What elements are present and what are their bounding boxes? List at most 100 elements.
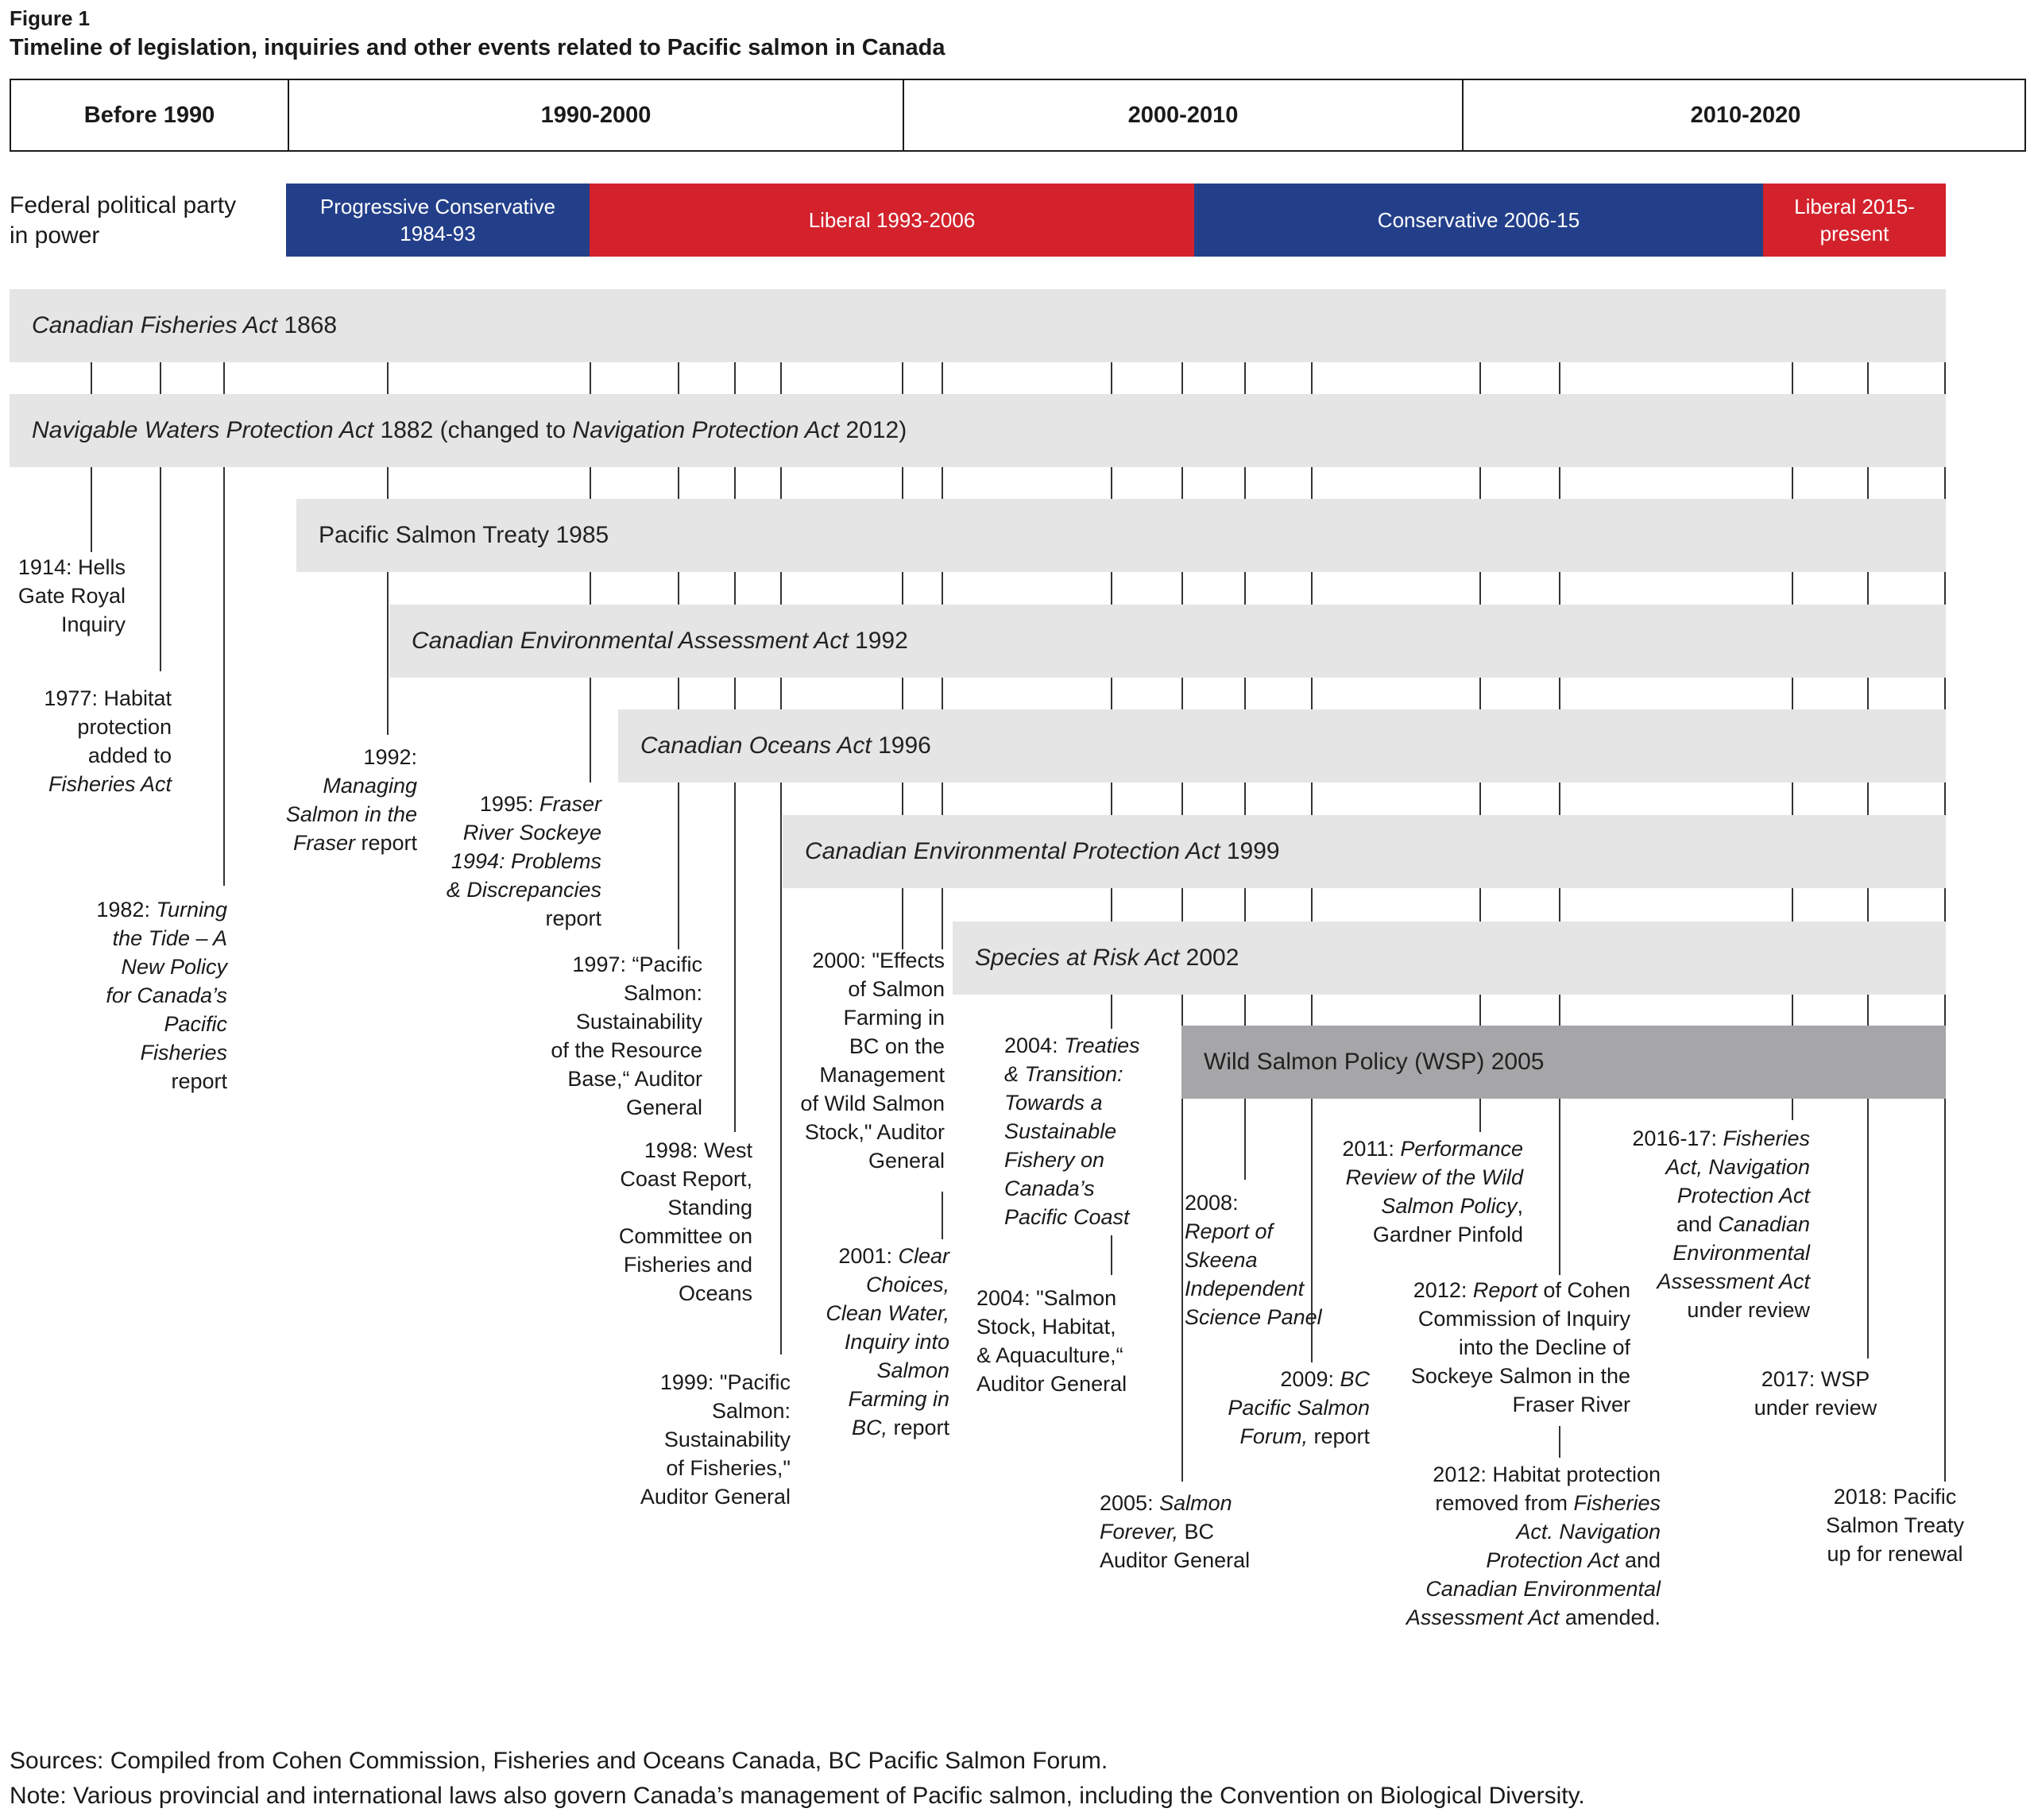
event-title: & Discrepancies bbox=[446, 878, 601, 902]
event-title: Act. Navigation bbox=[1516, 1520, 1661, 1544]
event-title: Forever, bbox=[1100, 1520, 1179, 1544]
event-title: Independent bbox=[1185, 1277, 1305, 1300]
event-title: Fisheries bbox=[1723, 1126, 1810, 1150]
line-1999 bbox=[780, 361, 782, 1354]
event-line: Salmon Treaty bbox=[1825, 1513, 1965, 1537]
line-2004a bbox=[1111, 361, 1112, 1029]
event-line: Gardner Pinfold bbox=[1372, 1223, 1523, 1246]
event-1977: 1977: Habitat protection added to Fisher… bbox=[44, 684, 172, 798]
event-title: BC, bbox=[851, 1416, 887, 1439]
event-line: 2012: Habitat protection bbox=[1433, 1463, 1661, 1486]
line-1977 bbox=[160, 361, 161, 671]
event-2004-salmon-stock: 2004: "Salmon Stock, Habitat, & Aquacult… bbox=[976, 1284, 1127, 1398]
event-line: 2004: "Salmon bbox=[976, 1286, 1117, 1310]
event-title: Salmon Policy bbox=[1381, 1194, 1518, 1218]
event-line: into the Decline of bbox=[1458, 1335, 1630, 1359]
event-line: Management bbox=[819, 1063, 945, 1087]
event-year: 1982: bbox=[96, 898, 157, 922]
bar-fisheries-act: Canadian Fisheries Act 1868 bbox=[10, 289, 1946, 362]
note-line: Note: Various provincial and internation… bbox=[10, 1783, 1585, 1809]
event-title: Canada’s bbox=[1004, 1177, 1095, 1200]
event-2012-habitat: 2012: Habitat protection removed from Fi… bbox=[1406, 1460, 1661, 1632]
party-conservative-2006: Conservative 2006-15 bbox=[1194, 184, 1763, 257]
event-title: Skeena bbox=[1185, 1248, 1258, 1272]
decade-2000-2010: 2000-2010 bbox=[904, 80, 1464, 150]
event-line: Committee on bbox=[618, 1224, 752, 1248]
act-name: Navigable Waters Protection Act bbox=[32, 417, 374, 443]
event-title: Fisheries bbox=[1573, 1491, 1661, 1515]
event-line: Fisheries Act bbox=[48, 772, 172, 796]
event-line: of Cohen bbox=[1537, 1278, 1630, 1302]
event-1982: 1982: Turning the Tide – A New Policy fo… bbox=[96, 895, 227, 1095]
event-title: Inquiry into bbox=[844, 1330, 949, 1354]
party-label-line1: Federal political party bbox=[10, 192, 237, 218]
event-line: Coast Report, bbox=[620, 1167, 752, 1191]
event-1995: 1995: Fraser River Sockeye 1994: Problem… bbox=[447, 790, 601, 933]
act-year: 1999 bbox=[1220, 838, 1280, 864]
event-title: Pacific Salmon bbox=[1228, 1396, 1370, 1420]
act-text: 2012) bbox=[839, 417, 907, 443]
event-line: under review bbox=[1754, 1396, 1877, 1420]
event-year: 2008: bbox=[1185, 1191, 1239, 1215]
event-title: Performance bbox=[1400, 1137, 1523, 1161]
act-year: 1996 bbox=[871, 732, 931, 759]
event-title: Canadian bbox=[1718, 1212, 1810, 1236]
event-line: 1999: "Pacific bbox=[659, 1370, 791, 1394]
line-2001 bbox=[942, 1192, 943, 1239]
event-line: , bbox=[1517, 1194, 1523, 1218]
event-line: Inquiry bbox=[60, 612, 126, 636]
event-line: Commission of Inquiry bbox=[1417, 1307, 1630, 1331]
event-title: Fraser bbox=[292, 831, 355, 855]
bar-wild-salmon-policy: Wild Salmon Policy (WSP) 2005 bbox=[1181, 1026, 1946, 1099]
event-line: 2018: Pacific bbox=[1833, 1485, 1957, 1509]
event-title: BC bbox=[1340, 1367, 1370, 1391]
event-title: Review of the Wild bbox=[1345, 1165, 1523, 1189]
event-title: & Transition: bbox=[1004, 1062, 1123, 1086]
event-line: Oceans bbox=[678, 1281, 752, 1305]
event-2018: 2018: Pacific Salmon Treaty up for renew… bbox=[1812, 1482, 1978, 1568]
event-line: report bbox=[887, 1416, 949, 1439]
party-segment-line: Progressive Conservative bbox=[319, 195, 556, 218]
event-line: 1998: West bbox=[644, 1138, 752, 1162]
bar-cepa: Canadian Environmental Protection Act 19… bbox=[783, 815, 1946, 888]
figure-title: Timeline of legislation, inquiries and o… bbox=[10, 35, 945, 60]
party-segment-line: Conservative 2006-15 bbox=[1377, 208, 1580, 232]
event-title: Report bbox=[1472, 1278, 1537, 1302]
decade-before-1990: Before 1990 bbox=[11, 80, 289, 150]
act-name: Species at Risk Act bbox=[975, 945, 1180, 971]
event-line: Base,“ Auditor bbox=[567, 1067, 702, 1091]
event-line: protection bbox=[77, 715, 172, 739]
line-1982 bbox=[223, 361, 225, 886]
event-title: Clear bbox=[898, 1244, 949, 1268]
event-year: 2009: bbox=[1280, 1367, 1340, 1391]
bar-ceaa: Canadian Environmental Assessment Act 19… bbox=[389, 605, 1946, 678]
act-name: Canadian Environmental Protection Act bbox=[805, 838, 1220, 864]
event-year: 2005: bbox=[1100, 1491, 1160, 1515]
event-title: Fishery on bbox=[1004, 1148, 1105, 1172]
sources-line: Sources: Compiled from Cohen Commission,… bbox=[10, 1748, 1108, 1774]
event-line: 1997: “Pacific bbox=[572, 953, 702, 976]
event-title: Protection Act bbox=[1486, 1548, 1619, 1572]
party-segment-line: Liberal 1993-2006 bbox=[808, 208, 976, 232]
party-segment-line: present bbox=[1819, 222, 1889, 245]
event-title: Forum, bbox=[1239, 1424, 1308, 1448]
event-title: Salmon bbox=[876, 1358, 949, 1382]
event-2009: 2009: BC Pacific Salmon Forum, report bbox=[1228, 1365, 1370, 1451]
act-year: 1992 bbox=[848, 628, 908, 654]
event-title: Managing bbox=[323, 774, 417, 798]
event-2004-treaties: 2004: Treaties & Transition: Towards a S… bbox=[1004, 1031, 1140, 1231]
party-label-line2: in power bbox=[10, 222, 100, 249]
line-2012b bbox=[1559, 1426, 1560, 1458]
event-line: report bbox=[1307, 1424, 1370, 1448]
party-liberal-1993: Liberal 1993-2006 bbox=[590, 184, 1194, 257]
act-year: 1868 bbox=[277, 312, 338, 338]
event-title: for Canada’s bbox=[106, 983, 227, 1007]
event-title: Farming in bbox=[848, 1387, 949, 1411]
event-title: the Tide – A bbox=[112, 926, 227, 950]
event-line: 2000: "Effects bbox=[812, 949, 945, 972]
event-line: 1977: Habitat bbox=[44, 686, 172, 710]
event-title: Fisheries bbox=[140, 1041, 227, 1065]
event-line: of the Resource bbox=[551, 1038, 702, 1062]
line-2004b bbox=[1111, 1235, 1112, 1275]
